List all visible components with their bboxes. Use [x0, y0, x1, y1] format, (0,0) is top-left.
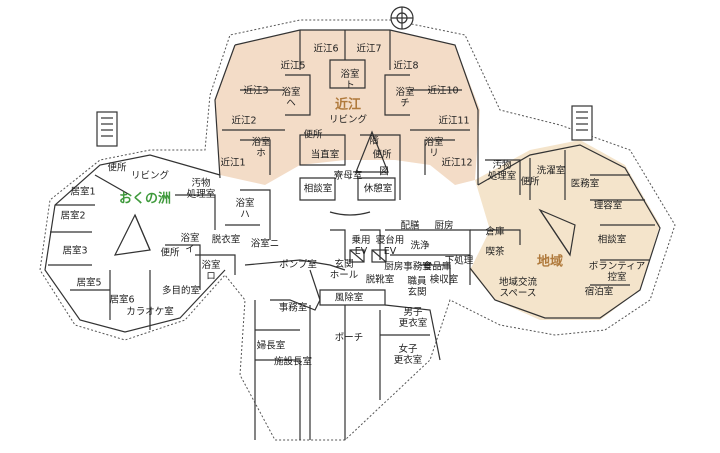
room-omi11: 近江11 — [438, 115, 470, 127]
building-outline — [39, 19, 676, 441]
room-washing: 洗浄 — [410, 240, 430, 252]
room-laundry: 洗濯室 — [536, 165, 566, 177]
spiral-stair — [390, 6, 414, 30]
room-6: 居室6 — [109, 294, 135, 306]
label-stairs: 階 — [369, 135, 379, 147]
skylight-center — [355, 130, 389, 173]
room-soil-oku: 汚物 処理室 — [186, 178, 216, 200]
room-omi10: 近江10 — [427, 85, 459, 97]
room-omi7: 近江7 — [356, 43, 382, 55]
room-guest: 宿泊室 — [584, 286, 614, 298]
zone-label-okunosu: おくの洲 — [118, 191, 172, 207]
room-omi1: 近江1 — [220, 157, 246, 169]
room-toilet-ch: 便所 — [372, 149, 392, 161]
room-bath-he: 浴室 ヘ — [281, 87, 301, 109]
room-omi3: 近江3 — [243, 85, 269, 97]
room-storage: 倉庫 — [485, 226, 505, 238]
stair-left — [96, 111, 118, 147]
room-toilet-omi: 便所 — [303, 129, 323, 141]
room-medical: 医務室 — [570, 178, 600, 190]
room-karaoke: カラオケ室 — [126, 306, 174, 318]
elevators — [349, 249, 387, 263]
room-director: 施設長室 — [273, 356, 313, 368]
room-consult-chi: 相談室 — [597, 234, 627, 246]
label-zu: 図 — [379, 166, 389, 178]
zone-label-chiiki: 地域 — [536, 254, 564, 270]
room-bath-to: 浴室 ト — [340, 69, 360, 91]
omi-walls — [214, 29, 479, 216]
room-rest: 休憩室 — [363, 183, 393, 195]
room-barber: 理容室 — [593, 200, 623, 212]
room-omi5: 近江5 — [280, 60, 306, 72]
room-omi6: 近江6 — [313, 43, 339, 55]
okunosu-walls — [44, 154, 271, 333]
zone-label-omi: 近江 — [334, 97, 362, 113]
room-receiving: 検収室 — [429, 274, 459, 286]
room-living-oku: リビング — [130, 170, 170, 182]
room-toilet-oku: 便所 — [107, 162, 127, 174]
room-community: 地域交流 スペース — [498, 277, 538, 299]
room-toilet-oku2: 便所 — [160, 247, 180, 259]
room-porch: ポーチ — [334, 332, 364, 344]
stair-right — [571, 105, 593, 141]
room-prep: 下処理 — [444, 255, 474, 267]
chiiki-walls — [469, 144, 661, 319]
room-soil-chi: 汚物 処理室 — [487, 160, 517, 182]
room-3: 居室3 — [62, 245, 88, 257]
room-bath-ri: 浴室 リ — [424, 137, 444, 159]
room-staff-entrance: 職員 玄関 — [407, 276, 427, 298]
room-bath-i: 浴室 イ — [180, 233, 200, 255]
elevator-passenger: 乗用 EV — [351, 235, 371, 257]
room-living-omi: リビング — [328, 114, 368, 126]
room-dressing: 脱衣室 — [211, 234, 241, 246]
room-female-locker: 女子 更衣室 — [393, 344, 423, 366]
room-male-locker: 男子 更衣室 — [398, 307, 428, 329]
room-omi12: 近江12 — [441, 157, 473, 169]
elevator-service: 寝台用 EV — [375, 235, 405, 257]
room-entrance-hall: 玄関 ホール — [329, 259, 359, 281]
room-omi2: 近江2 — [231, 115, 257, 127]
room-tea: 喫茶 — [485, 246, 505, 258]
room-shoe: 脱靴室 — [365, 274, 395, 286]
room-2: 居室2 — [60, 210, 86, 222]
room-pantry: 食品庫 — [422, 261, 452, 273]
omi-wing — [215, 30, 480, 185]
room-bath-ho: 浴室 ホ — [251, 137, 271, 159]
room-serving: 配膳 — [400, 220, 420, 232]
room-pump: ポンプ室 — [279, 259, 317, 271]
room-1: 居室1 — [70, 186, 96, 198]
room-omi8: 近江8 — [393, 60, 419, 72]
room-volunteer: ボランティア 控室 — [588, 261, 646, 283]
room-consult-omi: 相談室 — [303, 183, 333, 195]
room-dorm-mother: 寮母室 — [333, 170, 363, 182]
room-multipurpose: 多目的室 — [161, 285, 201, 297]
room-kitchen: 厨房 — [434, 220, 454, 232]
room-windproof: 風除室 — [334, 292, 364, 304]
room-bath-ro: 浴室 ロ — [201, 260, 221, 282]
skylight-left — [113, 213, 151, 256]
skylight-right — [538, 208, 576, 257]
room-office: 事務室 — [278, 302, 308, 314]
room-bath-ha: 浴室 ハ — [235, 198, 255, 220]
chiiki-wing — [470, 140, 660, 320]
room-meal-office: 厨房事務室 — [384, 261, 432, 273]
room-duty: 当直室 — [310, 149, 340, 161]
room-bath-ni: 浴室ニ — [250, 238, 280, 250]
room-5: 居室5 — [76, 277, 102, 289]
central-walls — [244, 229, 471, 440]
room-nurse: 婦長室 — [256, 340, 286, 352]
room-toilet-chi: 便所 — [520, 176, 540, 188]
room-bath-chi: 浴室 チ — [395, 87, 415, 109]
